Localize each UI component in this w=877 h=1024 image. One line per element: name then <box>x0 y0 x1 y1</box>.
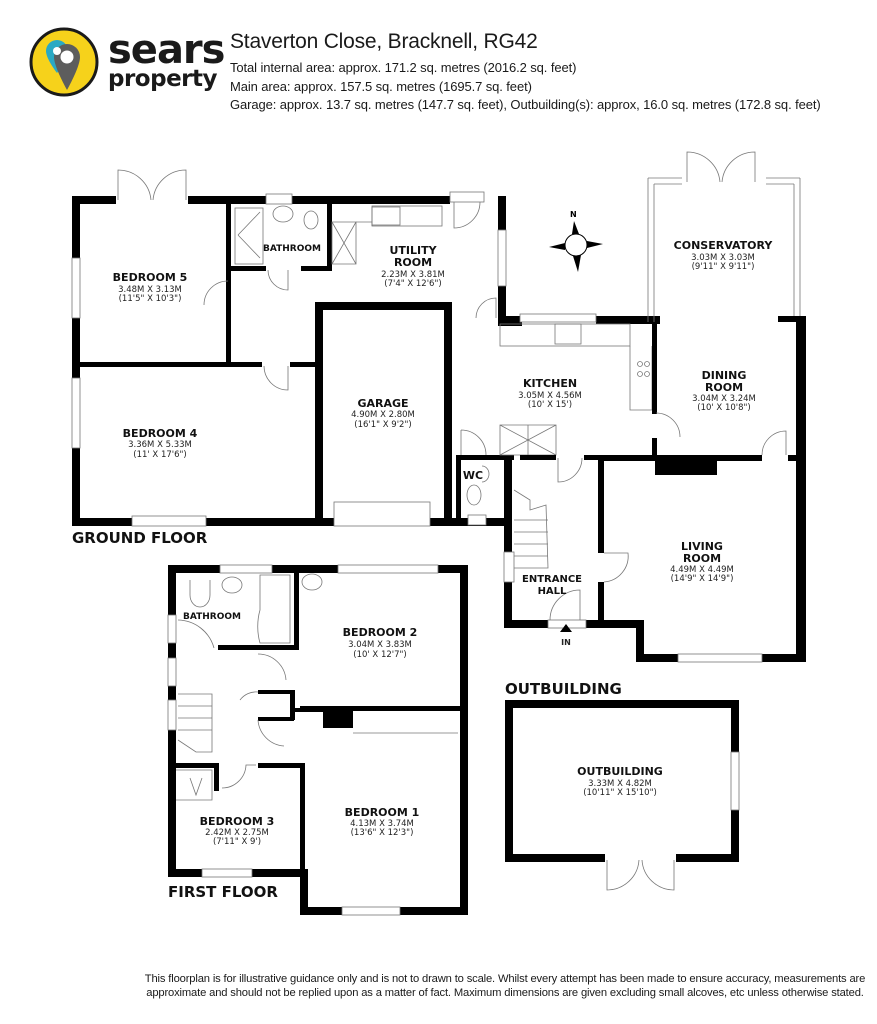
room-imperial-conservatory: (9'11" X 9'11") <box>692 262 755 272</box>
room-metric-bedroom3: 2.42M X 2.75M <box>205 828 269 838</box>
room-imperial-garage: (16'1" X 9'2") <box>354 420 411 430</box>
room-metric-garage: 4.90M X 2.80M <box>351 410 415 420</box>
room-metric-dining: 3.04M X 3.24M <box>692 394 756 404</box>
room-name-bedroom2: BEDROOM 2 <box>343 626 418 639</box>
room-metric-conservatory: 3.03M X 3.03M <box>691 253 755 263</box>
garage-outbuilding-area-text: Garage: approx. 13.7 sq. metres (147.7 s… <box>230 97 821 112</box>
room-imperial-living: (14'9" X 14'9") <box>671 574 734 584</box>
room-name-entrance-2: HALL <box>538 586 567 597</box>
room-name-bedroom4: BEDROOM 4 <box>123 427 198 440</box>
room-metric-bedroom5: 3.48M X 3.13M <box>118 285 182 295</box>
room-metric-utility: 2.23M X 3.81M <box>381 270 445 280</box>
room-name-utility-1: UTILITY <box>389 244 437 257</box>
total-area-text: Total internal area: approx. 171.2 sq. m… <box>230 60 577 75</box>
entrance-marker: IN <box>561 638 571 647</box>
header: sears property Staverton Close, Bracknel… <box>0 0 877 120</box>
room-imperial-bedroom3: (7'11" X 9') <box>213 837 261 847</box>
room-imperial-bedroom1: (13'6" X 12'3") <box>351 828 414 838</box>
north-compass-icon: N <box>549 210 603 272</box>
room-name-dining-2: ROOM <box>705 381 743 394</box>
ground-floor-label: GROUND FLOOR <box>72 529 208 547</box>
entrance-arrow-icon <box>560 624 572 632</box>
room-name-living-1: LIVING <box>681 540 723 553</box>
room-name-garage: GARAGE <box>357 397 408 410</box>
room-name-entrance-1: ENTRANCE <box>522 574 582 585</box>
map-pin-logo-icon <box>29 27 99 97</box>
outbuilding-plan: OUTBUILDING OUTBUILDING 3.33M X 4.82M (1… <box>505 680 740 891</box>
brand-name-primary: sears <box>108 27 225 73</box>
room-metric-bedroom4: 3.36M X 5.33M <box>128 440 192 450</box>
property-address-title: Staverton Close, Bracknell, RG42 <box>230 30 538 53</box>
room-metric-bedroom1: 4.13M X 3.74M <box>350 819 414 829</box>
room-name-bedroom5: BEDROOM 5 <box>113 271 188 284</box>
room-name-bathroom-ground: BATHROOM <box>263 244 321 254</box>
brand-name-secondary: property <box>108 66 218 92</box>
room-name-living-2: ROOM <box>683 552 721 565</box>
room-imperial-dining: (10' X 10'8") <box>697 403 750 413</box>
disclaimer: This floorplan is for illustrative guida… <box>135 972 875 1000</box>
ground-floor-plan: IN N BEDROOM 5 3.48M X 3.13M (11'5" X <box>71 151 806 663</box>
room-name-kitchen: KITCHEN <box>523 377 577 390</box>
room-name-bedroom3: BEDROOM 3 <box>200 815 275 828</box>
room-name-outbuilding: OUTBUILDING <box>577 765 663 778</box>
room-name-conservatory: CONSERVATORY <box>674 239 774 252</box>
room-metric-outbuilding: 3.33M X 4.82M <box>588 779 652 789</box>
compass-north-label: N <box>570 210 577 219</box>
main-area-text: Main area: approx. 157.5 sq. metres (169… <box>230 79 532 94</box>
disclaimer-line-1: This floorplan is for illustrative guida… <box>144 973 866 985</box>
room-imperial-outbuilding: (10'11" X 15'10") <box>583 788 657 798</box>
room-imperial-bedroom5: (11'5" X 10'3") <box>119 294 182 304</box>
brand-logo: sears property <box>28 27 225 98</box>
room-name-utility-2: ROOM <box>394 256 432 269</box>
room-metric-kitchen: 3.05M X 4.56M <box>518 391 582 401</box>
disclaimer-line-2: approximate and should not be replied up… <box>146 987 864 999</box>
first-floor-label: FIRST FLOOR <box>168 883 278 901</box>
room-metric-bedroom2: 3.04M X 3.83M <box>348 640 412 650</box>
room-imperial-kitchen: (10' X 15') <box>528 400 572 410</box>
room-name-bathroom-first: BATHROOM <box>183 612 241 622</box>
room-imperial-utility: (7'4" X 12'6") <box>384 279 441 289</box>
room-imperial-bedroom4: (11' X 17'6") <box>133 450 186 460</box>
first-floor-plan: BATHROOM BEDROOM 2 3.04M X 3.83M (10' X … <box>167 564 468 916</box>
room-name-wc: WC <box>463 469 483 482</box>
outbuilding-label: OUTBUILDING <box>505 680 622 698</box>
room-name-bedroom1: BEDROOM 1 <box>345 806 420 819</box>
room-name-dining-1: DINING <box>702 369 747 382</box>
room-metric-living: 4.49M X 4.49M <box>670 565 734 575</box>
room-imperial-bedroom2: (10' X 12'7") <box>353 650 406 660</box>
